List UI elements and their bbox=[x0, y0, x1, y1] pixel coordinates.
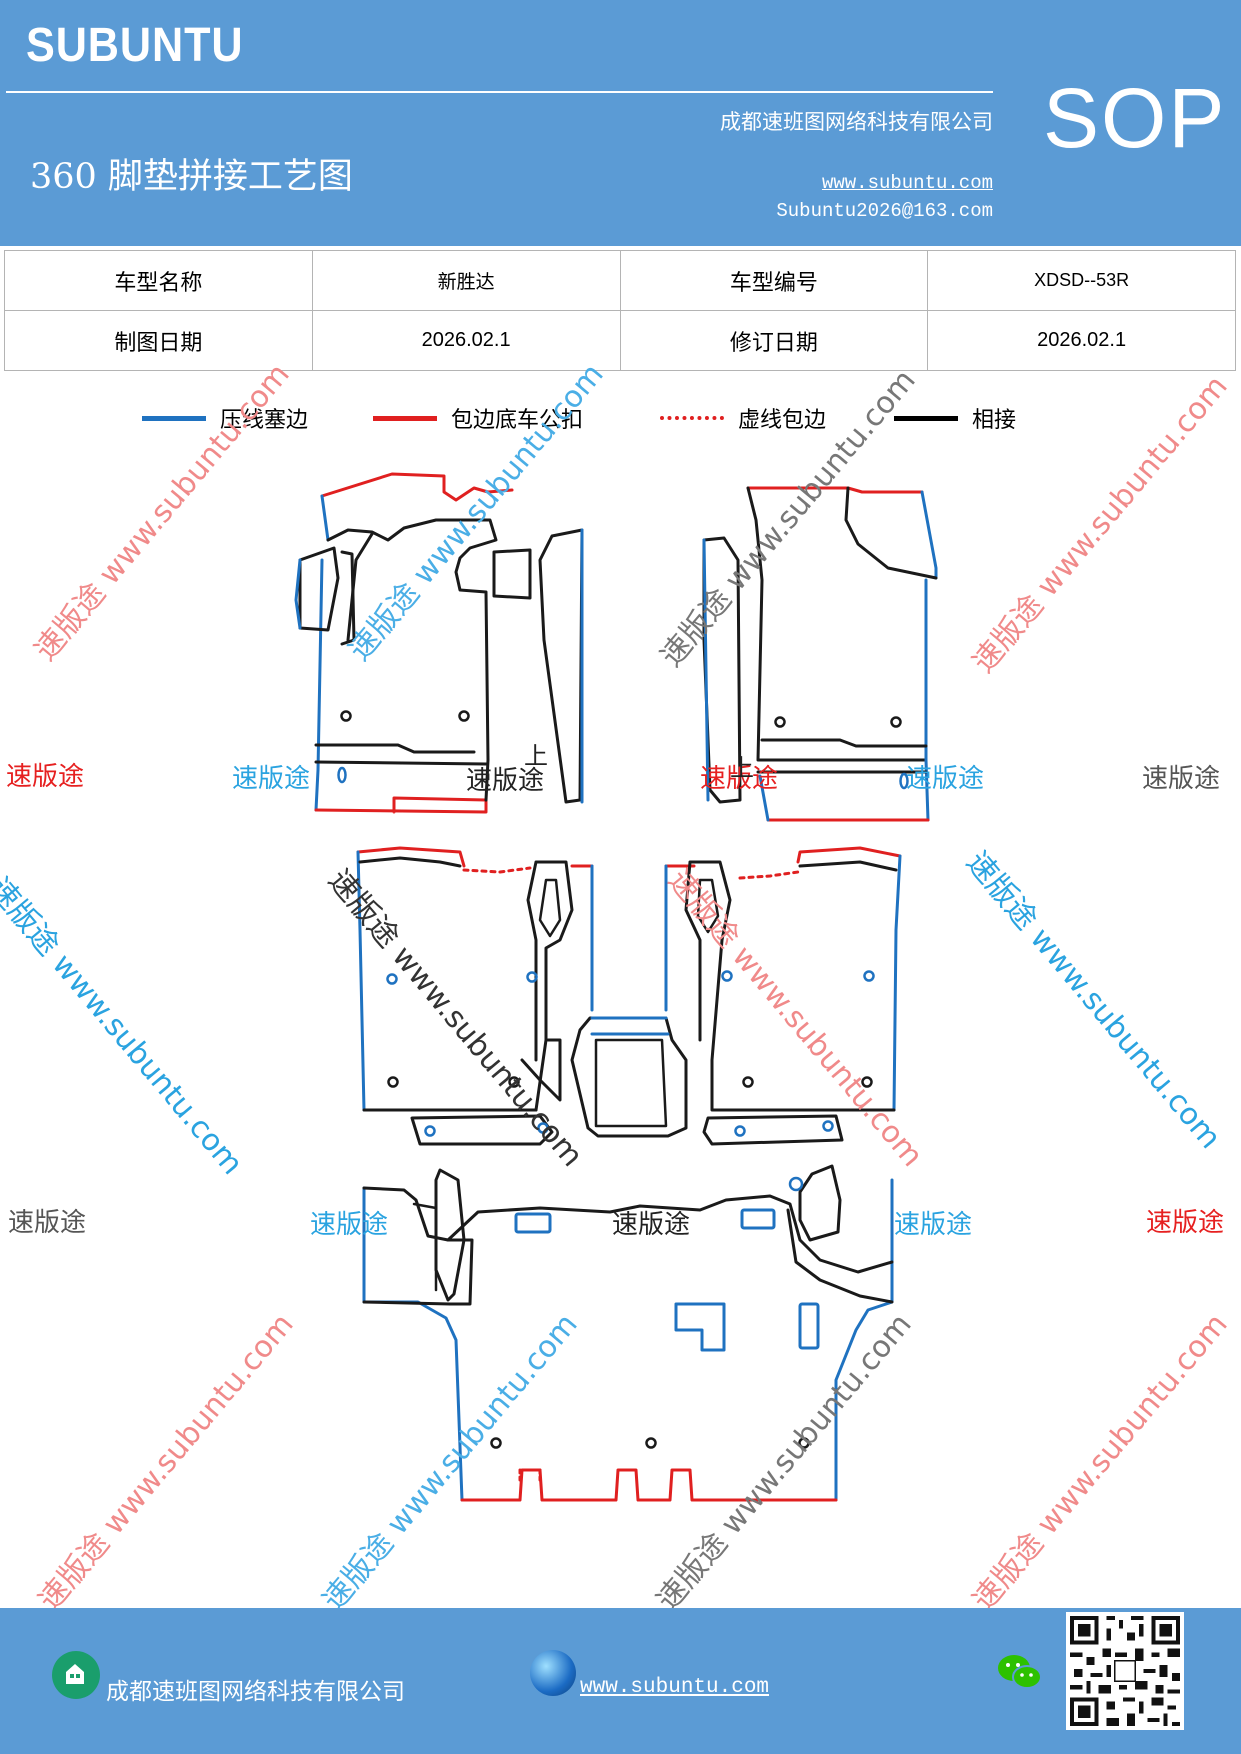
watermark-brand: 速版途 bbox=[6, 762, 85, 792]
legend-item-joined: 相接 bbox=[894, 403, 1016, 433]
legend-item-dotted-edge: 虚线包边 bbox=[660, 403, 826, 433]
legend-swatch-blue bbox=[142, 415, 206, 421]
vehicle-info-table: 车型名称 新胜达 车型编号 XDSD--53R 制图日期 2026.02.1 修… bbox=[4, 250, 1236, 371]
footer-company-name: 成都速班图网络科技有限公司 bbox=[106, 1679, 405, 1705]
page-title: 360 脚垫拼接工艺图 bbox=[30, 157, 353, 197]
legend-label: 压线塞边 bbox=[220, 408, 309, 433]
qr-code bbox=[1066, 1612, 1184, 1730]
sop-label: SOP bbox=[1043, 71, 1227, 165]
legend-label: 相接 bbox=[972, 408, 1017, 433]
watermark-brand: 速版途 bbox=[1146, 1208, 1225, 1238]
watermark-brand: 速版途 bbox=[1142, 764, 1221, 794]
watermark-brand: 速版途 bbox=[612, 1210, 691, 1240]
watermark-brand: 速版途 bbox=[906, 764, 985, 794]
value-revision-date: 2026.02.1 bbox=[927, 310, 1236, 371]
mat-driver-front bbox=[294, 472, 584, 814]
header-company-name: 成都速班图网络科技有限公司 bbox=[720, 110, 993, 134]
house-icon bbox=[66, 1664, 84, 1684]
legend-swatch-red bbox=[373, 415, 437, 421]
header-divider bbox=[6, 91, 993, 93]
watermark-brand: 速版途 bbox=[700, 764, 779, 794]
legend-label: 包边底车公扣 bbox=[451, 408, 584, 433]
watermark-brand: 速版途 bbox=[8, 1208, 87, 1238]
globe-icon bbox=[530, 1650, 576, 1696]
mat-trunk bbox=[362, 1164, 894, 1502]
header-website-link[interactable]: www.subuntu.com bbox=[821, 172, 993, 194]
watermark-brand: 速版途 bbox=[232, 764, 311, 794]
table-row: 车型名称 新胜达 车型编号 XDSD--53R bbox=[4, 250, 1236, 311]
legend-item-pressed-edge: 压线塞边 bbox=[142, 403, 308, 433]
value-model-name: 新胜达 bbox=[311, 250, 621, 311]
label-revision-date: 修订日期 bbox=[619, 310, 929, 371]
watermark-brand: 速版途 bbox=[466, 766, 545, 796]
front-indicator: 上 bbox=[730, 754, 754, 782]
header-email: Subuntu2026@163.com bbox=[776, 200, 993, 222]
mat-rear-left bbox=[356, 846, 594, 1146]
header-banner bbox=[0, 0, 1241, 246]
value-model-code: XDSD--53R bbox=[927, 250, 1236, 311]
watermark-brand: 速版途 bbox=[310, 1210, 389, 1240]
legend-item-wrap-edge: 包边底车公扣 bbox=[373, 403, 583, 433]
mat-passenger-front bbox=[702, 486, 938, 822]
legend-label: 虚线包边 bbox=[738, 408, 827, 433]
wechat-icon[interactable] bbox=[996, 1652, 1044, 1692]
mat-rear-right bbox=[664, 846, 902, 1146]
front-indicator: 上 bbox=[524, 742, 548, 770]
label-model-code: 车型编号 bbox=[619, 250, 929, 311]
mat-center-tunnel bbox=[570, 1016, 688, 1138]
label-drawing-date: 制图日期 bbox=[4, 310, 313, 371]
table-row: 制图日期 2026.02.1 修订日期 2026.02.1 bbox=[4, 310, 1236, 371]
legend-swatch-black bbox=[894, 415, 958, 421]
watermark-brand: 速版途 bbox=[894, 1210, 973, 1240]
value-drawing-date: 2026.02.1 bbox=[311, 310, 621, 371]
brand-logo-text: SUBUNTU bbox=[26, 19, 244, 72]
footer-website-link[interactable]: www.subuntu.com bbox=[580, 1676, 770, 1699]
floor-mat-diagram bbox=[294, 472, 938, 1502]
legend-swatch-red-dotted bbox=[660, 416, 724, 420]
label-model-name: 车型名称 bbox=[4, 250, 313, 311]
